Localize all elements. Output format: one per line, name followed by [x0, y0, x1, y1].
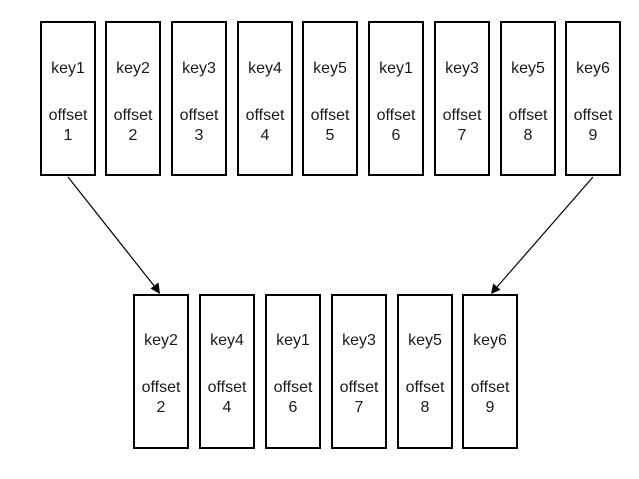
record-key: key5 — [313, 60, 347, 77]
record-key: key2 — [116, 60, 150, 77]
record-offset-label: offset — [113, 107, 153, 124]
compacted-record-box: key5 offset 8 — [397, 294, 453, 449]
record-offset-label: offset — [470, 379, 510, 396]
record-offset-value: 7 — [354, 399, 364, 416]
record-key: key4 — [248, 60, 282, 77]
record-offset-label: offset — [376, 107, 416, 124]
record-offset-value: 3 — [194, 127, 204, 144]
record-key: key1 — [51, 60, 85, 77]
arrow-key6-offset9 — [496, 176, 594, 288]
compacted-record-box: key1 offset 6 — [265, 294, 321, 449]
record-offset-value: 7 — [457, 127, 467, 144]
record-key: key6 — [473, 332, 507, 349]
compacted-record-box: key6 offset 9 — [462, 294, 518, 449]
record-box: key4 offset 4 — [237, 21, 293, 176]
record-offset-value: 2 — [156, 399, 166, 416]
record-key: key6 — [576, 60, 610, 77]
record-box: key5 offset 5 — [302, 21, 358, 176]
record-offset-label: offset — [48, 107, 88, 124]
record-offset-value: 6 — [288, 399, 298, 416]
record-offset-value: 1 — [63, 127, 73, 144]
record-box: key2 offset 2 — [105, 21, 161, 176]
record-offset-value: 5 — [325, 127, 335, 144]
record-offset-label: offset — [207, 379, 247, 396]
record-offset-label: offset — [273, 379, 313, 396]
record-key: key3 — [445, 60, 479, 77]
record-box: key5 offset 8 — [500, 21, 556, 176]
record-key: key1 — [379, 60, 413, 77]
arrow-key2-offset2 — [67, 176, 156, 288]
record-box: key3 offset 7 — [434, 21, 490, 176]
compacted-record-box: key4 offset 4 — [199, 294, 255, 449]
compacted-record-box: key3 offset 7 — [331, 294, 387, 449]
record-offset-value: 4 — [222, 399, 232, 416]
record-offset-label: offset — [508, 107, 548, 124]
record-offset-label: offset — [245, 107, 285, 124]
record-offset-label: offset — [405, 379, 445, 396]
record-offset-label: offset — [141, 379, 181, 396]
record-offset-label: offset — [339, 379, 379, 396]
record-offset-value: 9 — [588, 127, 598, 144]
record-offset-value: 2 — [128, 127, 138, 144]
compacted-record-box: key2 offset 2 — [133, 294, 189, 449]
record-key: key3 — [342, 332, 376, 349]
record-offset-label: offset — [442, 107, 482, 124]
record-box: key3 offset 3 — [171, 21, 227, 176]
record-box: key1 offset 6 — [368, 21, 424, 176]
record-offset-label: offset — [179, 107, 219, 124]
record-offset-value: 8 — [523, 127, 533, 144]
record-box: key6 offset 9 — [565, 21, 621, 176]
record-offset-value: 8 — [420, 399, 430, 416]
record-offset-value: 9 — [485, 399, 495, 416]
record-key: key3 — [182, 60, 216, 77]
record-offset-label: offset — [310, 107, 350, 124]
record-key: key5 — [408, 332, 442, 349]
arrowhead-key6-offset9 — [491, 283, 501, 294]
record-box: key1 offset 1 — [40, 21, 96, 176]
record-offset-label: offset — [573, 107, 613, 124]
record-key: key2 — [144, 332, 178, 349]
record-offset-value: 4 — [260, 127, 270, 144]
record-key: key5 — [511, 60, 545, 77]
arrowhead-key2-offset2 — [150, 282, 160, 294]
record-offset-value: 6 — [391, 127, 401, 144]
record-key: key4 — [210, 332, 244, 349]
record-key: key1 — [276, 332, 310, 349]
